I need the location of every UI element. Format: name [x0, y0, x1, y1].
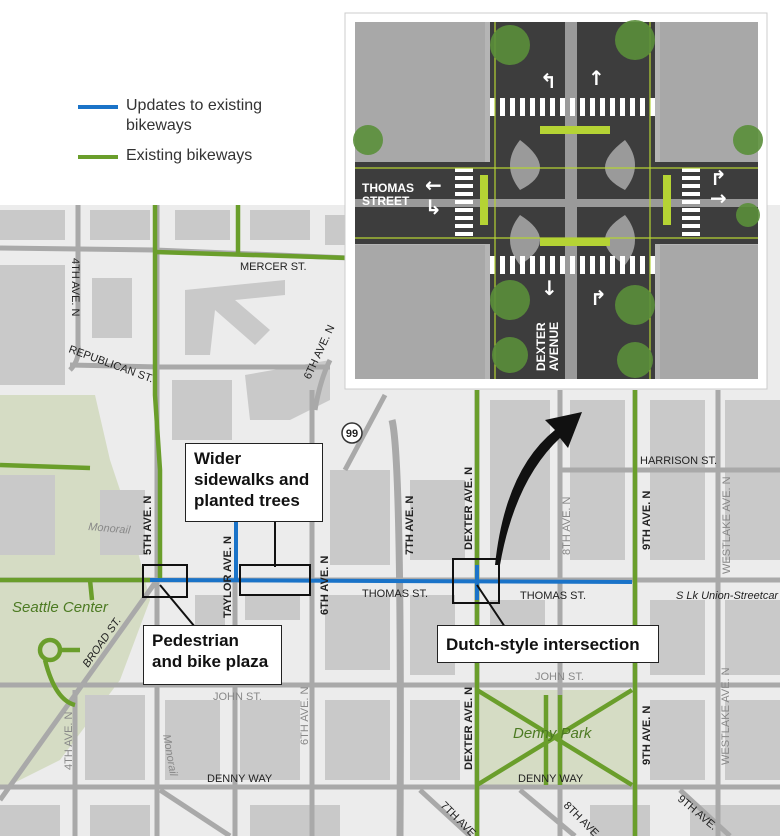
svg-text:↓: ↓	[541, 276, 558, 300]
label-dexter-lower: DEXTER AVE. N	[463, 687, 475, 770]
callout-leaders	[159, 520, 506, 628]
svg-text:↳: ↳	[425, 195, 442, 219]
label-seattle-center: Seattle Center	[12, 599, 109, 616]
legend: Updates to existing bikeways Existing bi…	[78, 96, 286, 176]
label-harrison: HARRISON ST.	[640, 455, 717, 467]
label-6th: 6TH AVE. N	[319, 556, 331, 615]
buildings	[0, 210, 780, 836]
legend-label: Existing bikeways	[126, 147, 253, 164]
label-westlake: WESTLAKE AVE. N	[721, 476, 733, 574]
label-6th-lower: 6TH AVE. N	[299, 686, 311, 745]
label-9th-lower: 9TH AVE. N	[641, 706, 653, 765]
legend-swatch-green	[78, 155, 118, 159]
inset-arrow	[495, 412, 582, 565]
label-dexter: DEXTER AVE. N	[463, 467, 475, 550]
svg-text:↰: ↰	[540, 69, 557, 93]
label-denny-east: DENNY WAY	[518, 773, 584, 785]
svg-text:←: ←	[425, 173, 442, 197]
label-4th-lower: 4TH AVE. N	[63, 711, 75, 770]
label-taylor: TAYLOR AVE. N	[222, 536, 234, 618]
label-9th: 9TH AVE. N	[641, 491, 653, 550]
svg-text:→: →	[710, 186, 727, 210]
label-thomas-west: THOMAS ST.	[362, 588, 428, 600]
callout-dutch: Dutch-style intersection	[437, 625, 659, 663]
existing-bikeways	[0, 205, 638, 836]
svg-text:↑: ↑	[588, 66, 605, 90]
label-denny-park: Denny Park	[513, 725, 593, 742]
label-5th: 5TH AVE. N	[142, 496, 154, 555]
label-mercer: MERCER ST.	[240, 261, 307, 273]
label-monorail-upper: Monorail	[88, 521, 132, 537]
label-john-east: JOHN ST.	[535, 671, 584, 683]
legend-item-updates: Updates to existing bikeways	[78, 96, 286, 136]
highway-99-shield	[341, 422, 363, 444]
label-8th: 8TH AVE. N	[561, 496, 573, 555]
legend-label: Updates to existing bikeways	[126, 97, 263, 134]
legend-item-existing: Existing bikeways	[78, 146, 286, 166]
intersection-inset: ↰↑ ←↳ ↱→ ↓↱	[344, 12, 768, 390]
inset-dexter-label: DEXTER AVENUE	[534, 321, 561, 371]
label-4th-upper: 4TH AVE. N	[69, 258, 81, 317]
label-7th: 7TH AVE. N	[404, 496, 416, 555]
callout-sidewalks: Wider sidewalks and planted trees	[185, 443, 323, 522]
legend-swatch-blue	[78, 105, 118, 109]
label-streetcar: S Lk Union-Streetcar	[676, 590, 779, 602]
highway-99-label: 99	[346, 428, 358, 440]
label-denny-west: DENNY WAY	[207, 773, 273, 785]
svg-text:↱: ↱	[590, 286, 607, 310]
inset-thomas-label: THOMAS STREET	[362, 181, 414, 208]
callout-plaza: Pedestrian and bike plaza	[143, 625, 282, 685]
svg-text:↱: ↱	[710, 166, 727, 190]
label-john-west: JOHN ST.	[213, 691, 262, 703]
label-westlake-lower: WESTLAKE AVE. N	[720, 667, 732, 765]
label-thomas-east: THOMAS ST.	[520, 590, 586, 602]
